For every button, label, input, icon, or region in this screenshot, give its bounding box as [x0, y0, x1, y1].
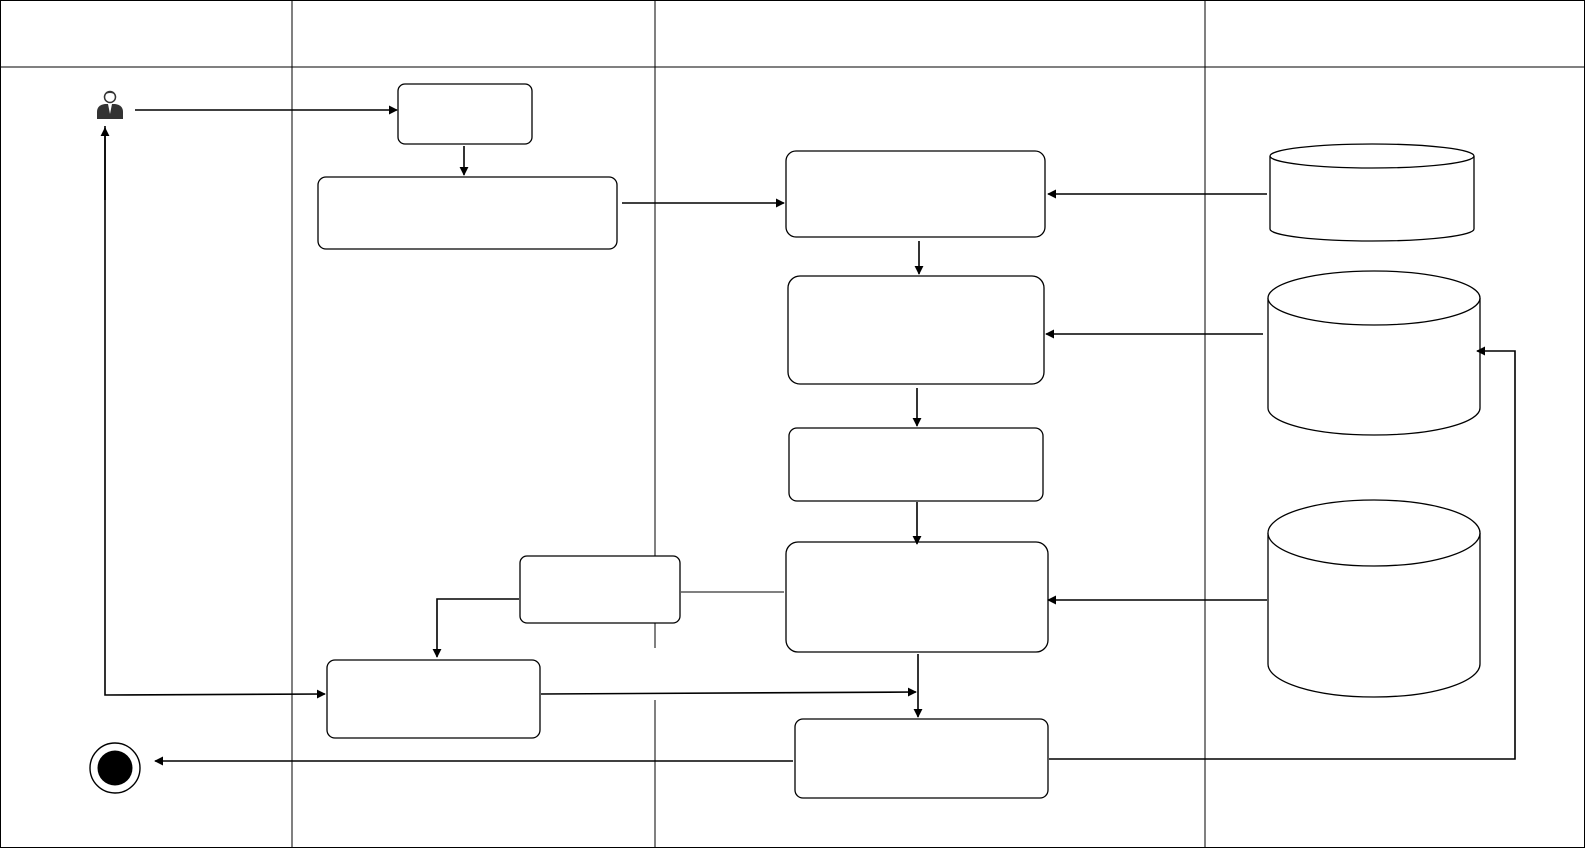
data-store-3: [1267, 499, 1481, 698]
activity-box-7: [788, 427, 1044, 502]
activity-box-1: [397, 83, 533, 145]
flow-connectors: [100, 105, 1516, 766]
activity-box-9: [794, 718, 1049, 799]
activity-box-8: [785, 541, 1049, 653]
activity-box-2: [317, 176, 618, 250]
activity-box-4: [326, 659, 541, 739]
final-node-icon: [89, 742, 141, 794]
data-store-2: [1267, 270, 1481, 436]
activity-box-6: [787, 275, 1045, 385]
user-icon: [97, 90, 123, 119]
data-store-1: [1269, 143, 1475, 242]
activity-box-5: [785, 150, 1046, 238]
activity-box-3: [519, 555, 681, 624]
